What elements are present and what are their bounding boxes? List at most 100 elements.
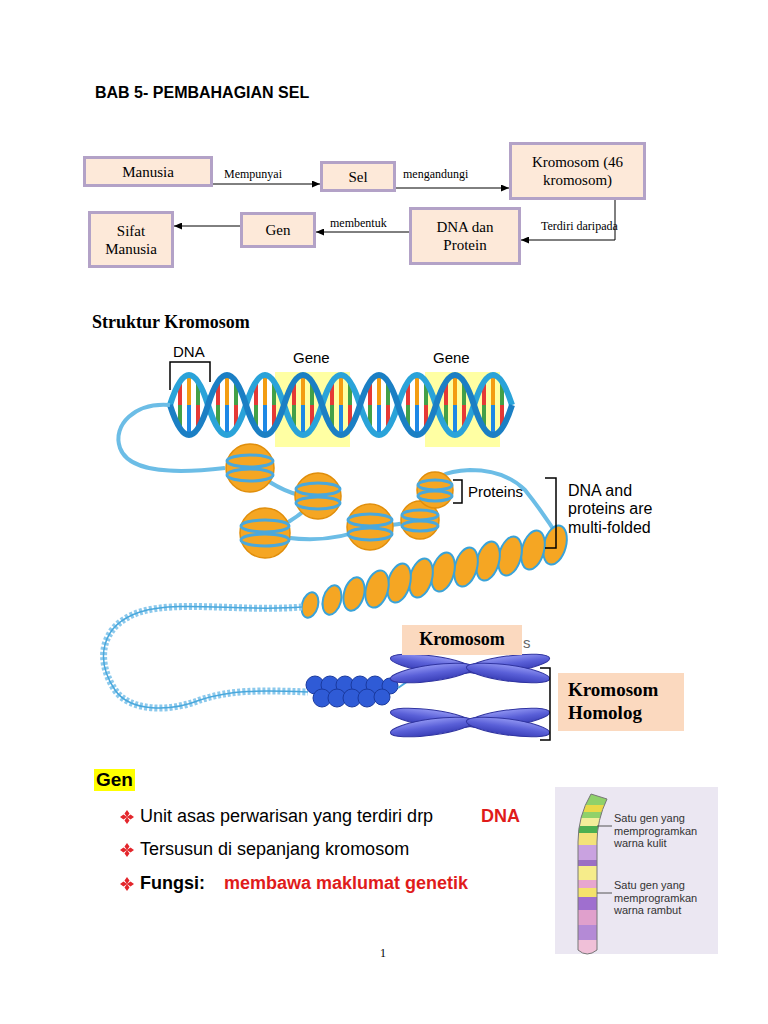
bullet-symbol	[120, 810, 134, 824]
chromosome-band	[570, 805, 615, 812]
dna-wrap	[241, 534, 289, 546]
chromosome-band	[570, 940, 615, 960]
dna-wrap	[296, 483, 340, 495]
chromosome-band	[570, 845, 615, 860]
chromosome-band	[570, 910, 615, 925]
dna-wrap	[348, 514, 392, 526]
folded-bracket	[545, 478, 556, 548]
chromosome-band	[570, 897, 615, 910]
node-label: Sel	[348, 168, 367, 186]
dna-wrap	[402, 521, 438, 531]
dna-wrap	[241, 520, 289, 532]
arrow-connector	[213, 184, 320, 185]
bullet-symbol	[120, 877, 134, 891]
edge-label: mengandungi	[403, 167, 468, 182]
chromosome-arm	[389, 659, 474, 687]
dna-wrap	[402, 510, 438, 520]
chromosome-arm	[465, 659, 550, 687]
text-label: Gene	[293, 349, 330, 366]
chromosome-arm	[465, 713, 550, 741]
dna-wrap	[296, 497, 340, 509]
condensed-fibre	[374, 689, 390, 705]
chromosome-outline	[578, 794, 607, 954]
proteins-bracket	[453, 480, 462, 503]
text-label: Gene	[433, 349, 470, 366]
histone-ball	[240, 508, 290, 558]
concept-box: Kromosom (46 kromosom)	[509, 142, 646, 200]
text-label: Unit asas perwarisan yang terdiri drp	[140, 806, 433, 827]
text-label: DNA	[173, 343, 205, 360]
folded-fibre	[319, 583, 344, 617]
text-label: DNA	[481, 806, 520, 827]
dna-strand	[170, 375, 512, 435]
folded-fibre	[340, 575, 368, 613]
arrow-connector	[396, 188, 509, 189]
section-heading: Struktur Kromosom	[92, 312, 250, 333]
homolog-bracket	[540, 668, 550, 740]
chromosome-band	[570, 826, 615, 833]
chromosome-band	[570, 860, 615, 866]
condensed-fibre	[358, 689, 376, 707]
chromosome-band	[570, 790, 615, 805]
text-label: Satu gen yang memprogramkan warna rambut	[614, 879, 710, 917]
chromosome-band	[570, 812, 615, 818]
arrow-connector	[316, 232, 409, 233]
histone-ball	[347, 504, 393, 550]
label-box: Kromosom Homolog	[558, 673, 684, 731]
dna-wrap	[348, 528, 392, 540]
chromosome-band	[570, 866, 615, 880]
chromosome-band	[570, 925, 615, 940]
text-label: Proteins	[468, 483, 523, 500]
leader-line	[597, 826, 612, 893]
node-label: Gen	[266, 221, 291, 239]
dna-wrap	[227, 469, 273, 481]
chromosome-band	[570, 833, 615, 845]
node-label: Kromosom Homolog	[568, 679, 684, 725]
text-label: membawa maklumat genetik	[224, 873, 468, 894]
dna-strand	[170, 375, 512, 435]
concept-box: Gen	[240, 212, 316, 248]
dna-wrap	[227, 455, 273, 467]
folded-fibre	[361, 568, 392, 610]
concept-box: Sel	[320, 161, 396, 192]
chromosome-arm	[389, 713, 474, 741]
text-label: s	[523, 634, 531, 651]
text-label: DNA and proteins are multi-folded	[568, 482, 678, 537]
section-heading: Gen	[94, 769, 135, 791]
chromosome-band	[570, 818, 615, 826]
coiled-fibre	[104, 606, 308, 708]
edge-label: Terdiri daripada	[541, 219, 618, 234]
node-label: Sifat Manusia	[101, 222, 161, 258]
page-title: BAB 5- PEMBAHAGIAN SEL	[95, 84, 309, 102]
dna-thread	[118, 405, 225, 471]
folded-fibre	[299, 590, 321, 619]
coiled-fibre	[104, 606, 308, 708]
edge-label: membentuk	[330, 216, 387, 231]
bullet-symbol	[120, 843, 134, 857]
concept-box: Manusia	[83, 156, 213, 187]
histone-ball	[417, 472, 453, 508]
arrow-connector	[174, 226, 240, 227]
text-label: 1	[380, 946, 386, 961]
dna-wrap	[418, 491, 452, 501]
edge-label: Mempunyai	[224, 167, 282, 182]
node-label: Kromosom (46 kromosom)	[522, 153, 633, 189]
histone-ball	[295, 473, 341, 519]
text-label: Tersusun di sepanjang kromosom	[140, 839, 409, 860]
concept-box: DNA dan Protein	[409, 207, 521, 265]
node-label: DNA dan Protein	[422, 218, 508, 254]
text-label: Fungsi:	[140, 873, 205, 894]
node-label: Manusia	[122, 163, 174, 181]
concept-box: Sifat Manusia	[88, 211, 174, 268]
dna-thread	[250, 468, 560, 540]
node-label: Kromosom	[419, 629, 505, 651]
gene-map-panel	[555, 787, 718, 954]
chromosome-band	[570, 880, 615, 888]
label-box: Kromosom	[402, 625, 522, 655]
histone-ball	[226, 444, 274, 492]
